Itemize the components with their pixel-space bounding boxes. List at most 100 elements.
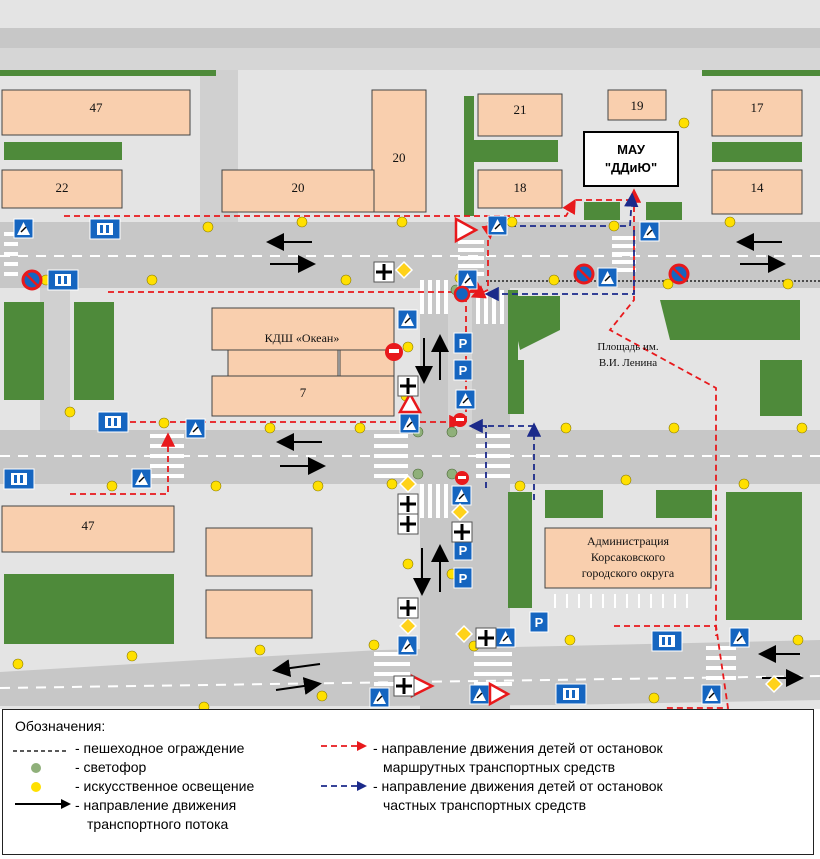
crosswalk	[476, 434, 510, 478]
legend: Обозначения: - пешеходное ограждение - с…	[2, 709, 814, 855]
lamp-icon	[648, 692, 660, 704]
pedestrian-crossing-sign	[399, 413, 420, 434]
svg-text:P: P	[459, 336, 468, 351]
intersection-sign	[397, 375, 419, 397]
lamp-icon	[316, 690, 328, 702]
pedestrian-crossing-sign	[457, 269, 478, 290]
greenery	[518, 360, 524, 414]
legend-children-private-1: - направление движения детей от останово…	[373, 778, 663, 794]
building-22	[1, 169, 123, 209]
greenery	[584, 202, 620, 220]
legend-traffic-flow-2: транспортного потока	[87, 816, 229, 832]
crosswalk	[612, 236, 636, 272]
greenery	[760, 360, 802, 416]
lamp-icon	[620, 474, 632, 486]
pedestrian-crossing-sign	[369, 687, 390, 708]
priority-road-sign	[450, 502, 470, 522]
intersection-sign	[393, 675, 415, 697]
building-17	[711, 89, 803, 137]
priority-road-sign	[394, 260, 414, 280]
building-small-a	[205, 527, 313, 577]
building-19	[607, 89, 667, 121]
legend-traffic-flow-1: - направление движения	[75, 797, 237, 813]
greenery	[464, 96, 474, 216]
lamp-icon	[146, 274, 158, 286]
intersection-sign	[397, 597, 419, 619]
lamp-icon	[340, 274, 352, 286]
crosswalk	[476, 290, 504, 324]
greenery	[660, 300, 700, 340]
lamp-icon	[724, 216, 736, 228]
building-label: 18	[514, 180, 527, 195]
traffic-light-icon	[446, 426, 458, 438]
crosswalk	[374, 652, 410, 686]
svg-text:P: P	[459, 543, 468, 558]
legend-children-private-2: частных транспортных средств	[383, 797, 587, 813]
building-label: 19	[631, 98, 644, 113]
pedestrian-crossing-sign	[639, 221, 660, 242]
intersection-sign	[397, 513, 419, 535]
pedestrian-crossing-sign	[701, 684, 722, 705]
traffic-light-icon	[412, 468, 424, 480]
crosswalk	[420, 280, 448, 314]
lamp-icon	[31, 782, 41, 792]
building-7	[211, 375, 395, 417]
building-label: 17	[751, 100, 765, 115]
legend-fence: - пешеходное ограждение	[75, 740, 245, 756]
bus-stop-sign	[651, 630, 683, 652]
building-47-bottom	[1, 505, 175, 553]
route-public	[608, 196, 717, 636]
left-side-road	[40, 288, 70, 430]
bus-stop-sign	[555, 683, 587, 705]
no-stopping-sign	[573, 263, 595, 285]
route-private	[500, 192, 639, 227]
greenery	[4, 302, 44, 400]
traffic-flow-symbol	[15, 799, 71, 809]
no-stopping-sign	[668, 263, 690, 285]
top-strip	[0, 48, 820, 70]
pedestrian-crossing-sign	[729, 627, 750, 648]
building-14	[711, 169, 803, 215]
yield-sign	[454, 216, 479, 244]
main-road-middle	[0, 430, 820, 484]
parking-sign: P	[453, 567, 473, 589]
lamp-icon	[402, 341, 414, 353]
lamp-icon	[202, 221, 214, 233]
pedestrian-crossing-sign	[495, 627, 516, 648]
no-entry-sign	[453, 413, 467, 427]
lamp-icon	[506, 216, 518, 228]
building-20-tower	[371, 89, 427, 213]
parking-sign: P	[529, 611, 549, 633]
pedestrian-crossing-sign	[397, 309, 418, 330]
greenery	[726, 492, 802, 620]
building-label: 20	[393, 150, 406, 165]
building-21	[477, 93, 563, 137]
pedestrian-crossing-sign	[469, 684, 490, 705]
greenery	[474, 140, 558, 162]
route-public-symbol	[321, 741, 367, 751]
legend-traffic-light: - светофор	[75, 759, 147, 775]
lamp-icon	[668, 422, 680, 434]
parking-sign: P	[453, 539, 473, 561]
greenery	[508, 290, 518, 414]
lamp-icon	[738, 478, 750, 490]
route-public	[614, 625, 730, 709]
lamp-icon	[210, 480, 222, 492]
crosswalk	[374, 434, 408, 478]
priority-road-sign	[398, 616, 418, 636]
priority-road-sign	[398, 474, 418, 494]
mau-label-2: "ДДиЮ"	[605, 160, 657, 175]
crosswalk	[4, 232, 18, 276]
building-ksh-middle	[227, 349, 339, 377]
priority-road-sign	[764, 674, 784, 694]
building-18	[477, 169, 563, 209]
greenery	[646, 202, 682, 220]
greenery	[0, 70, 216, 76]
pedestrian-crossing-sign	[13, 218, 34, 239]
pedestrian-crossing-sign	[131, 468, 152, 489]
svg-text:P: P	[459, 363, 468, 378]
legend-children-public-1: - направление движения детей от останово…	[373, 740, 663, 756]
building-label: 7	[300, 385, 307, 400]
building-label: КДШ «Океан»	[265, 331, 340, 345]
admin-label-2: Корсаковского	[591, 550, 665, 564]
